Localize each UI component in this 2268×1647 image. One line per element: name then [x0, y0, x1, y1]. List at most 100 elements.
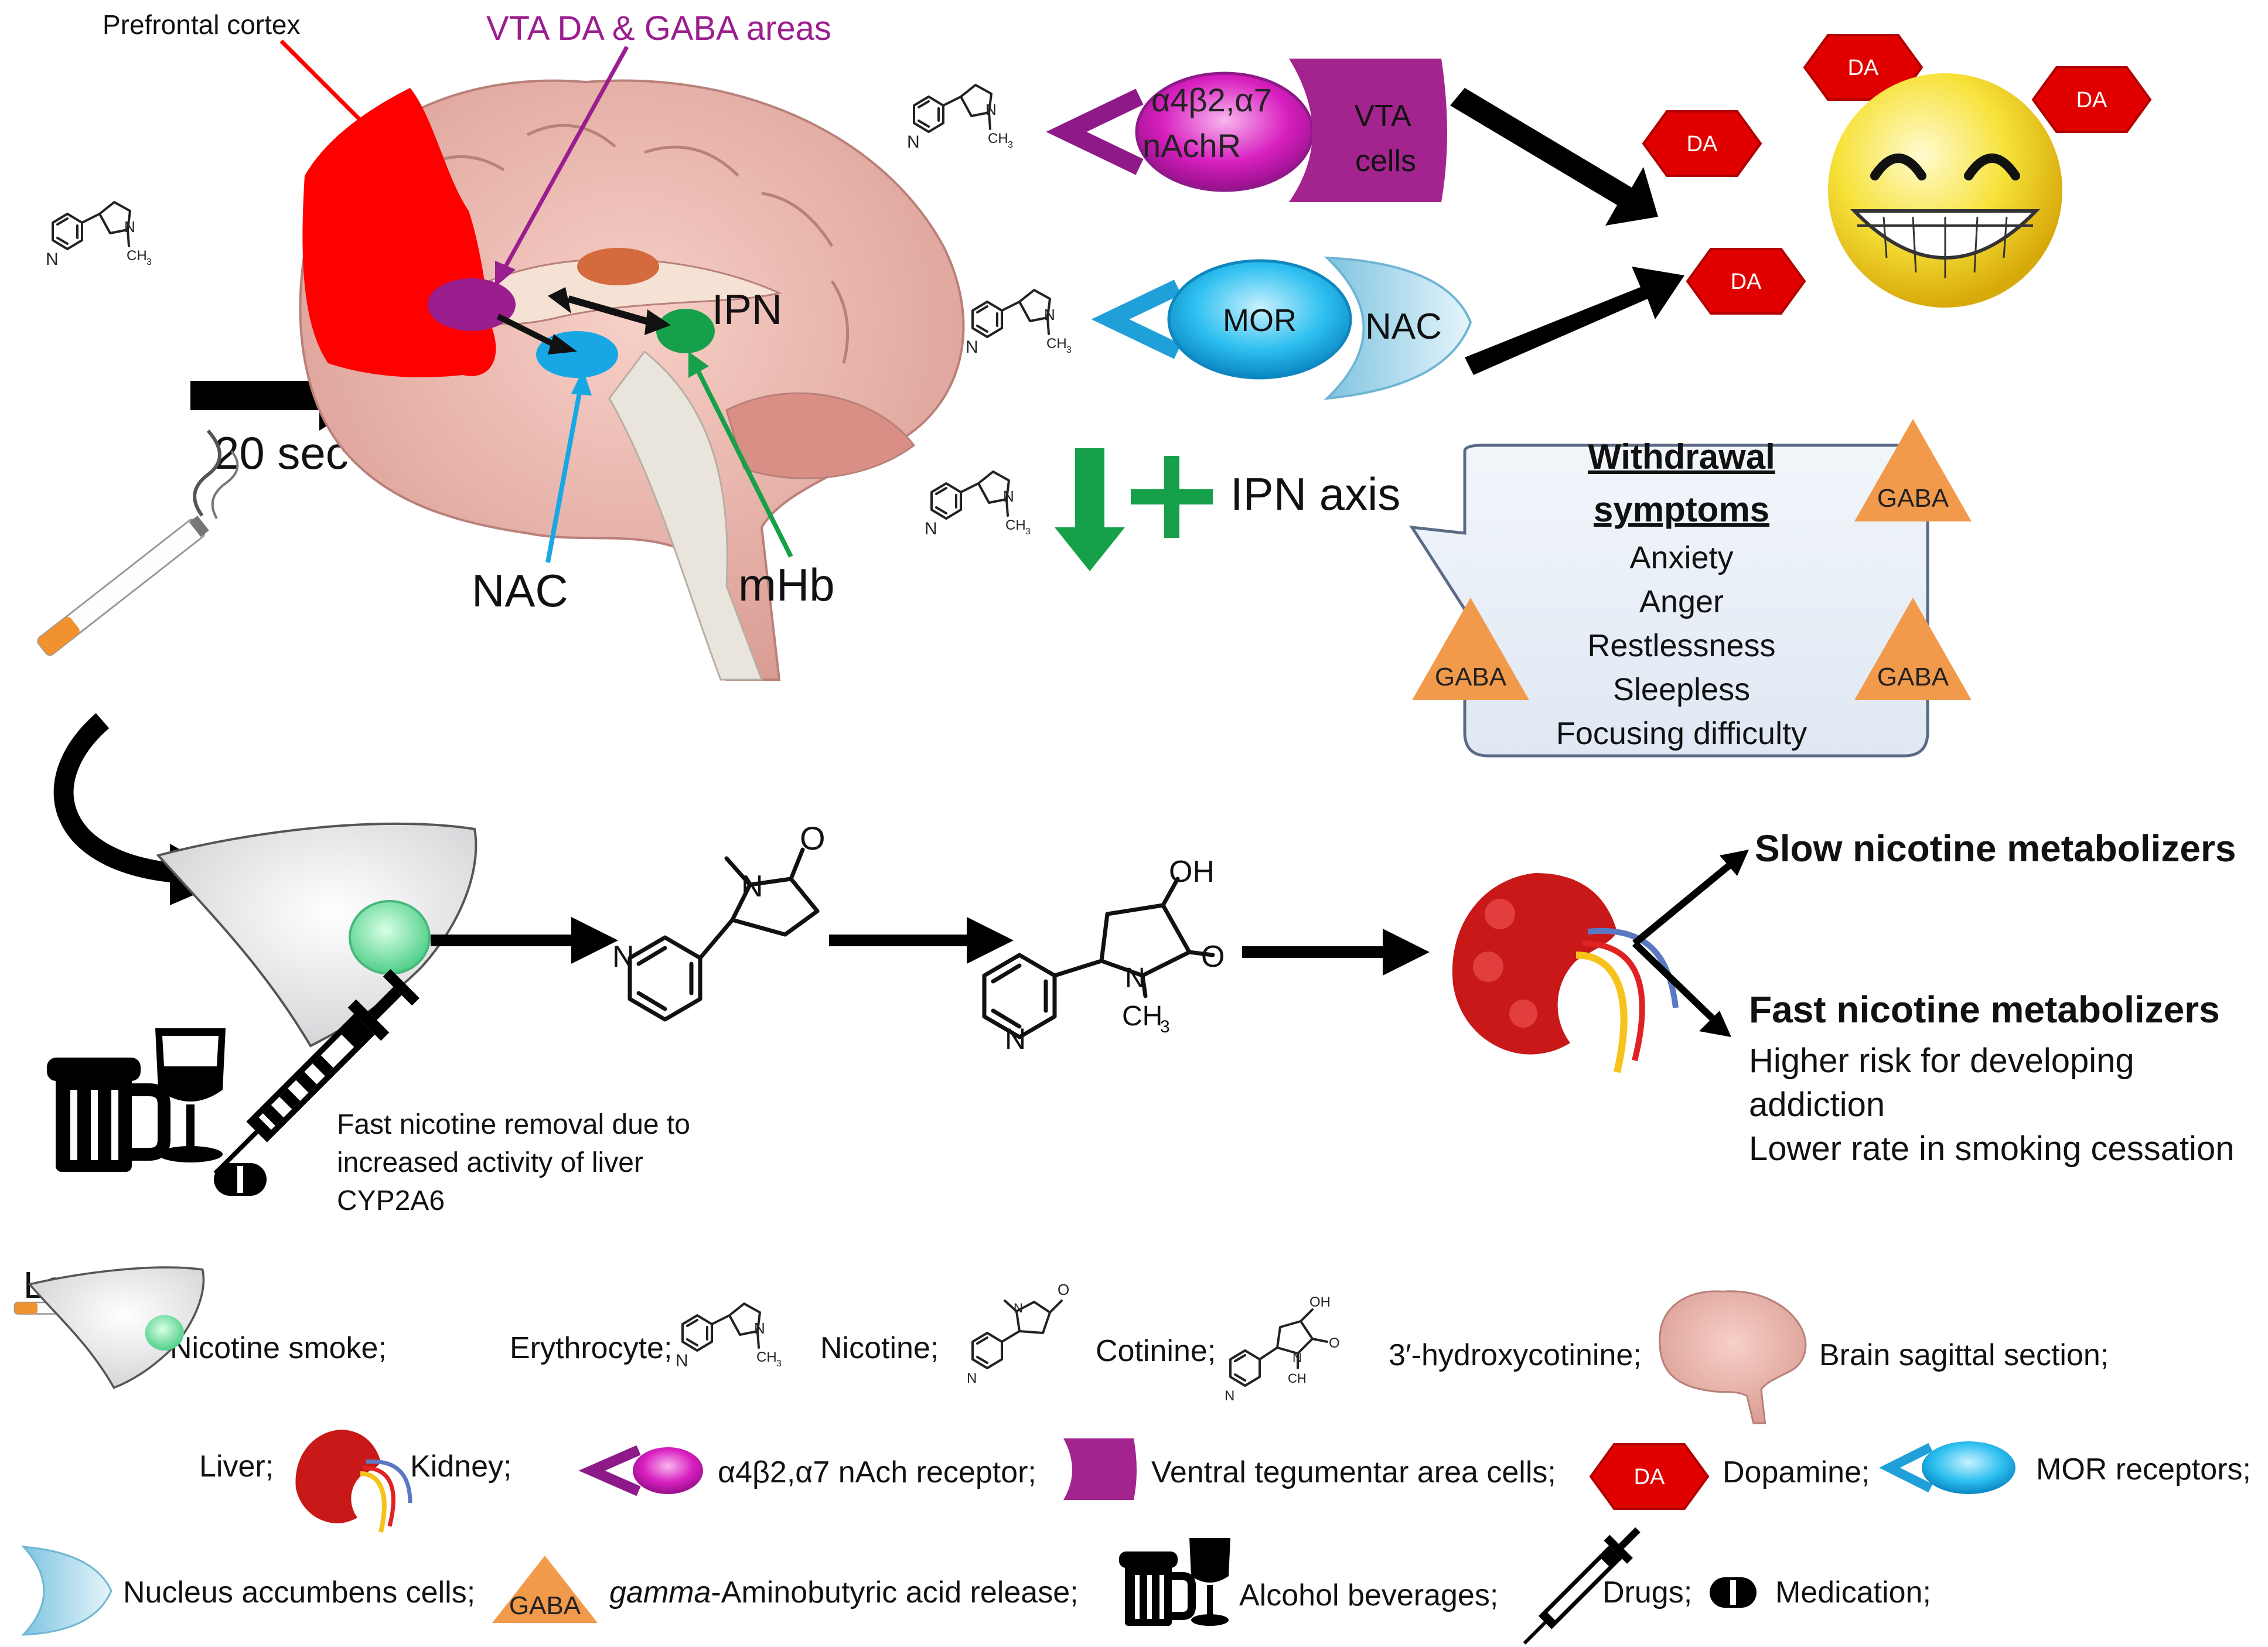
- arrow-to-slow: [1632, 858, 1737, 946]
- legend-brain-icon: [1659, 1290, 1807, 1424]
- arrow-to-cotinine: [431, 917, 618, 964]
- pill-icon: [214, 1163, 267, 1196]
- legend-nicotine-label: Nicotine;: [820, 1331, 939, 1365]
- vta-area-label: VTA DA & GABA areas: [486, 9, 831, 47]
- liver-note-line1: Fast nicotine removal due to: [337, 1109, 690, 1140]
- legend-smoke-label: Nicotine smoke;: [170, 1331, 387, 1365]
- dopamine-icon: [2032, 66, 2151, 133]
- prefrontal-cortex-label: Prefrontal cortex: [103, 9, 300, 40]
- vta-pointer: [502, 46, 629, 271]
- receptor-label-line1: α4β2,α7: [1151, 81, 1272, 118]
- legend-beer-icon: [1119, 1551, 1196, 1626]
- hydroxyl-label: OH: [1169, 855, 1215, 889]
- arrow-to-fast: [1632, 940, 1720, 1025]
- legend-dopamine-icon: [1590, 1443, 1709, 1510]
- legend-cotinine-label: Cotinine;: [1096, 1334, 1216, 1368]
- legend-gaba-label: gamma-Aminobutyric acid release;: [609, 1576, 1079, 1610]
- legend-liver-icon: [28, 1266, 205, 1389]
- legend-cotinine-icon: [966, 1280, 1071, 1387]
- nac-cells-label: NAC: [1365, 306, 1442, 347]
- symptom-restlessness: Restlessness: [1587, 628, 1775, 663]
- mhb-pointer: [695, 368, 793, 558]
- wine-glass-icon: [155, 1028, 226, 1162]
- arrow-to-dopamine-1: [1450, 88, 1658, 226]
- slow-metabolizers-label: Slow nicotine metabolizers: [1755, 827, 2236, 869]
- legend-brain-label: Brain sagittal section;: [1819, 1338, 2109, 1372]
- nicotine-molecule-icon: [923, 470, 1032, 540]
- legend-gaba-label-text: GABA: [509, 1591, 581, 1620]
- dopamine-icon: [1686, 248, 1806, 315]
- fast-note-line3: Lower rate in smoking cessation: [1749, 1130, 2235, 1168]
- legend-drugs-label: Drugs;: [1602, 1576, 1692, 1610]
- methyl-label: CH: [1122, 1001, 1162, 1032]
- oxygen-label: O: [800, 820, 826, 857]
- nicotine-molecule-icon: [906, 84, 1014, 153]
- receptor-label-line2: nAchR: [1142, 127, 1241, 164]
- arrow-to-liver: [53, 713, 177, 883]
- legend-gaba-italic: gamma: [609, 1576, 711, 1610]
- legend-liver-label: Liver;: [199, 1450, 274, 1484]
- liver-note-line2: increased activity of liver: [337, 1147, 643, 1178]
- nitrogen-label: N: [612, 940, 635, 974]
- fast-note-line2: addiction: [1749, 1086, 1885, 1124]
- legend-alcohol-label: Alcohol beverages;: [1239, 1578, 1498, 1612]
- legend-syringe-icon: [1523, 1527, 1641, 1645]
- legend-nicotine-icon: [674, 1302, 783, 1372]
- withdrawal-symptoms-bubble: [1409, 444, 1929, 758]
- kidney-icon: [1452, 873, 1679, 1073]
- legend-vta-cells-icon: [1063, 1438, 1137, 1500]
- legend-hydroxycotinine-label: 3′-hydroxycotinine;: [1389, 1338, 1642, 1372]
- cigarette-icon: [37, 429, 239, 656]
- withdrawal-title-line1: Withdrawal: [1588, 437, 1775, 476]
- liver-note-line3: CYP2A6: [337, 1185, 445, 1216]
- legend-nac-cells-label: Nucleus accumbens cells;: [123, 1576, 475, 1610]
- legend-mor-label: MOR receptors;: [2036, 1452, 2251, 1486]
- methyl-subscript: 3: [1160, 1017, 1170, 1036]
- nitrogen-label: N: [1005, 1022, 1026, 1055]
- mhb-label: mHb: [738, 559, 835, 611]
- legend-kidney-icon: [295, 1430, 412, 1533]
- mor-label: MOR: [1223, 303, 1297, 338]
- withdrawal-title-line2: symptoms: [1594, 490, 1769, 529]
- symptom-anxiety: Anxiety: [1629, 540, 1733, 575]
- cotinine-molecule-icon: O N N: [612, 820, 826, 1022]
- arrow-to-dopamine-2: [1465, 267, 1684, 375]
- mor-receptor-icon: [1091, 259, 1352, 380]
- syringe-icon: [213, 969, 420, 1175]
- ipn-label: IPN: [712, 287, 782, 333]
- vta-cells-label-line2: cells: [1355, 144, 1416, 178]
- fast-note-line1: Higher risk for developing: [1749, 1042, 2134, 1080]
- nac-cells-icon: [1324, 256, 1472, 400]
- symptom-sleepless: Sleepless: [1613, 672, 1750, 707]
- legend-receptor-icon: [578, 1445, 703, 1496]
- nac-pointer: [545, 389, 582, 563]
- hydroxycotinine-molecule-icon: OH O N CH 3 N: [982, 855, 1225, 1055]
- nac-label: NAC: [472, 565, 568, 616]
- legend-gaba-rest: -Aminobutyric acid release;: [711, 1576, 1078, 1610]
- nicotine-molecule-icon: [964, 289, 1073, 358]
- legend-hydroxycotinine-icon: [1223, 1293, 1341, 1405]
- legend-gaba-icon: GABA: [492, 1556, 598, 1623]
- symptom-anger: Anger: [1639, 584, 1724, 619]
- legend-mor-icon: [1879, 1441, 2015, 1494]
- ipn-axis-label: IPN axis: [1230, 468, 1400, 520]
- legend-pill-icon: [1710, 1577, 1757, 1608]
- legend-dopamine-label: Dopamine;: [1723, 1455, 1870, 1489]
- brain-icon: [299, 79, 965, 681]
- dopamine-icon: [1642, 110, 1762, 177]
- legend-wine-icon: [1189, 1538, 1230, 1626]
- legend-kidney-label: Kidney;: [410, 1450, 511, 1484]
- vta-cells-icon: [1289, 59, 1447, 202]
- smiley-icon: [1828, 73, 2062, 308]
- legend-nac-cells-icon: [21, 1546, 112, 1636]
- arrow-to-kidney: [1242, 929, 1430, 976]
- symptom-focusing-difficulty: Focusing difficulty: [1556, 716, 1807, 751]
- beer-mug-icon: [47, 1058, 170, 1172]
- legend-receptor-label: α4β2,α7 nAch receptor;: [718, 1455, 1036, 1489]
- arrow-to-hydroxycotinine: [829, 917, 1014, 964]
- nitrogen-label: N: [1125, 963, 1145, 994]
- legend-medication-label: Medication;: [1775, 1576, 1931, 1610]
- decrease-arrow-icon: [1055, 448, 1125, 571]
- nitrogen-label: N: [741, 869, 763, 903]
